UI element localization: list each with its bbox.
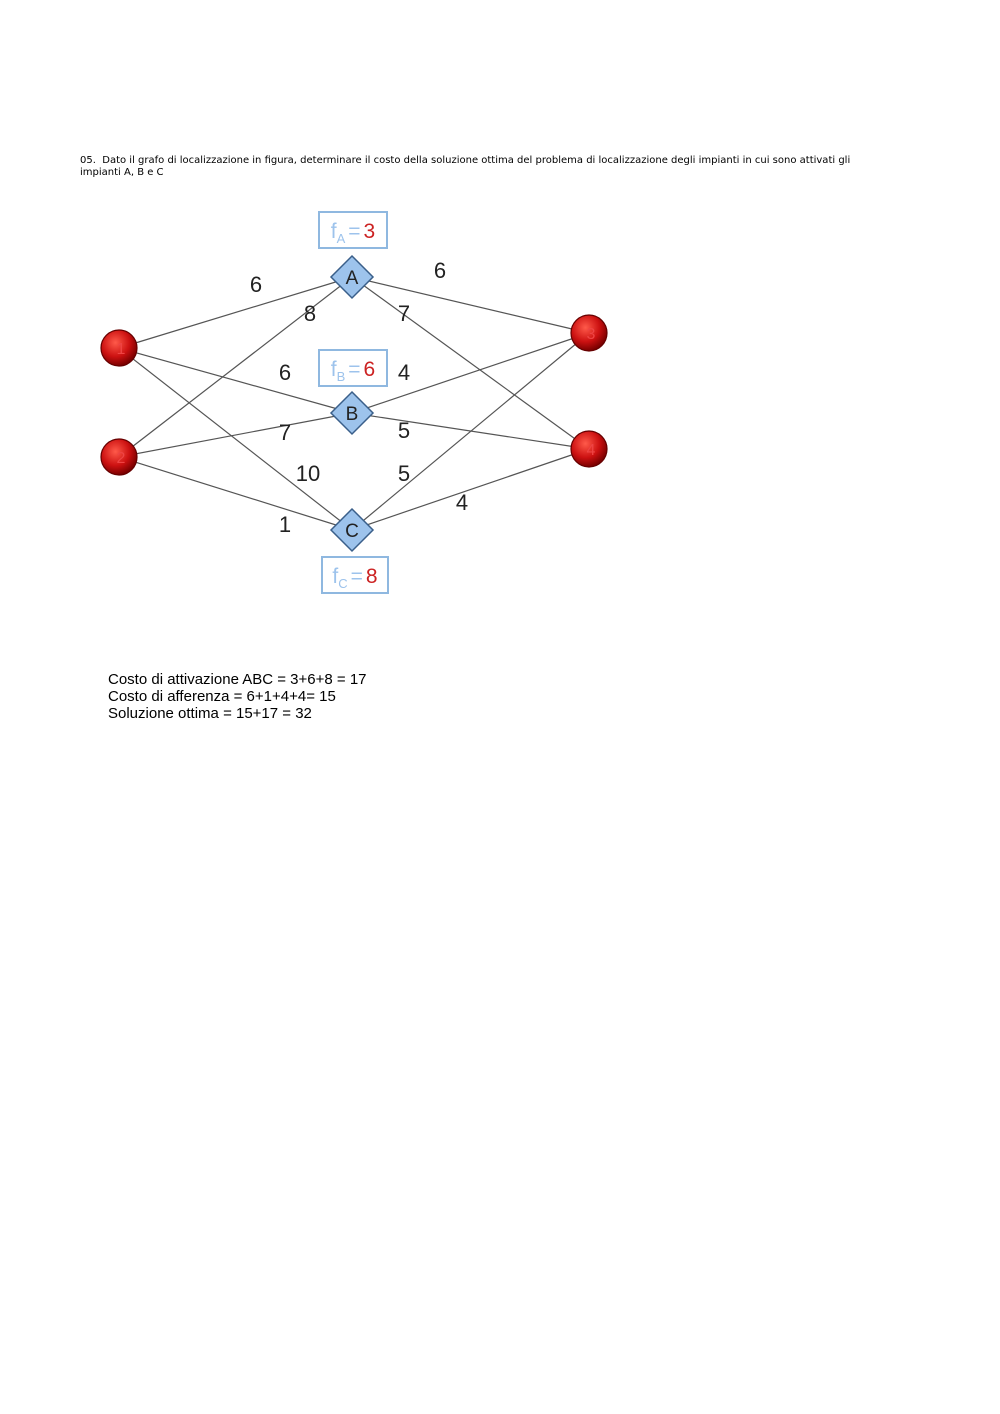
edge-weight-2-B: 7 xyxy=(279,420,291,445)
client-node-1 xyxy=(100,329,138,367)
answer-block: Costo di attivazione ABC = 3+6+8 = 17 Co… xyxy=(108,671,367,722)
edge-2-A xyxy=(118,276,353,458)
facility-node-C xyxy=(329,507,375,553)
edge-A-4 xyxy=(351,276,590,450)
edge-weight-1-A: 6 xyxy=(250,272,262,297)
edge-weight-A-3: 6 xyxy=(434,258,446,283)
client-label-2: 2 xyxy=(117,450,126,467)
facility-cost-C: fC=8 xyxy=(332,565,377,591)
client-label-3: 3 xyxy=(587,326,596,343)
facility-cost-A: fA=3 xyxy=(331,220,375,246)
edge-weight-1-C: 10 xyxy=(296,461,320,486)
client-label-1: 1 xyxy=(117,341,126,358)
edge-C-3 xyxy=(351,332,590,531)
edge-1-C xyxy=(118,347,353,531)
activation-cost-line: Costo di attivazione ABC = 3+6+8 = 17 xyxy=(108,671,367,688)
edge-weight-B-3: 4 xyxy=(398,360,410,385)
client-node-3 xyxy=(570,314,608,352)
cost-box-B xyxy=(318,349,388,387)
optimal-solution-line: Soluzione ottima = 15+17 = 32 xyxy=(108,705,312,722)
facility-label-A: A xyxy=(346,268,359,289)
facility-node-A xyxy=(329,254,375,300)
edge-1-A xyxy=(118,276,353,349)
question-number: 05. xyxy=(80,155,96,166)
facility-label-C: C xyxy=(345,521,359,542)
client-node-4 xyxy=(570,430,608,468)
client-label-4: 4 xyxy=(587,442,596,459)
facility-node-B xyxy=(329,390,375,436)
client-node-2 xyxy=(100,438,138,476)
question-text: 05. Dato il grafo di localizzazione in f… xyxy=(80,155,880,179)
assignment-cost-line: Costo di afferenza = 6+1+4+4= 15 xyxy=(108,688,336,705)
edge-2-B xyxy=(118,412,353,458)
edge-1-B xyxy=(118,347,353,414)
question-body: Dato il grafo di localizzazione in figur… xyxy=(80,155,851,178)
edge-2-C xyxy=(118,456,353,531)
edge-C-4 xyxy=(351,448,590,531)
edge-weight-1-B: 6 xyxy=(279,360,291,385)
facility-cost-B: fB=6 xyxy=(331,358,375,384)
edge-weight-2-C: 1 xyxy=(279,512,291,537)
cost-box-A xyxy=(318,211,388,249)
cost-box-C xyxy=(321,556,389,594)
edge-weight-C-4: 4 xyxy=(456,490,468,515)
edge-weight-2-A: 8 xyxy=(304,301,316,326)
edge-B-3 xyxy=(351,332,590,414)
edge-weight-C-3: 5 xyxy=(398,461,410,486)
facility-label-B: B xyxy=(346,404,359,425)
edge-weight-A-4: 7 xyxy=(398,301,410,326)
edge-A-3 xyxy=(351,276,590,334)
edge-weight-B-4: 5 xyxy=(398,418,410,443)
